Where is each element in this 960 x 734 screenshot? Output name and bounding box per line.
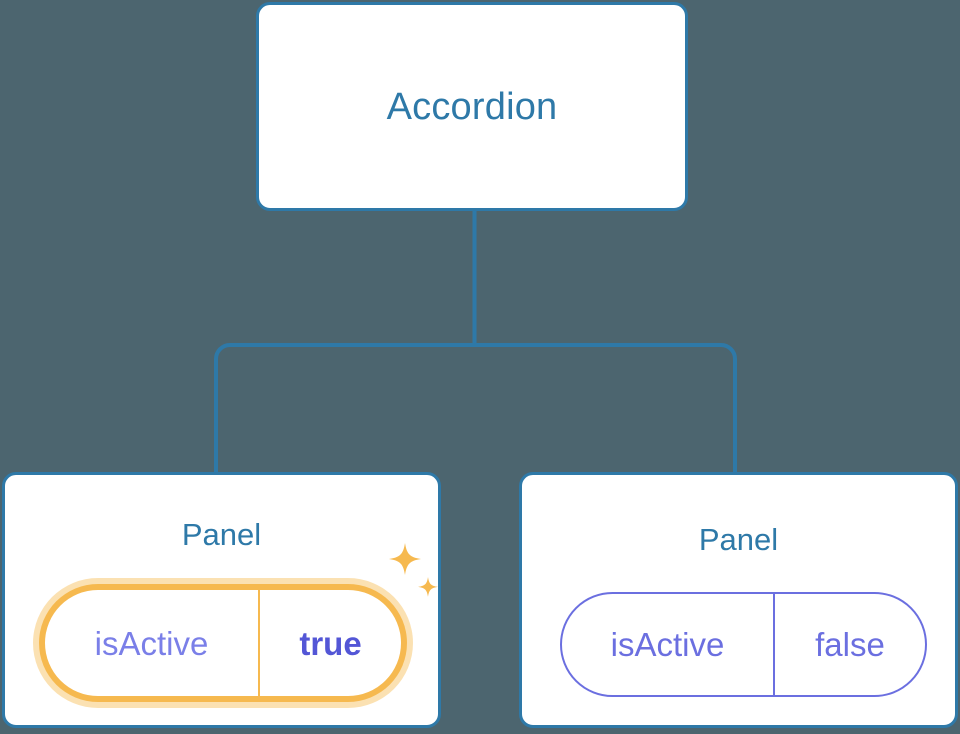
prop-key: isActive [94,624,209,662]
node-panel-inactive-label: Panel [698,522,779,557]
prop-pill-body[interactable]: isActive false [560,592,927,697]
node-panel-active[interactable]: Panel isActive true [2,472,441,728]
prop-value: true [258,590,401,696]
node-accordion[interactable]: Accordion [256,2,688,211]
prop-pill-body[interactable]: isActive true [45,590,401,696]
prop-pill-isactive-false[interactable]: isActive false [560,592,927,697]
prop-value: false [773,594,925,695]
node-accordion-label: Accordion [386,85,558,128]
node-panel-inactive[interactable]: Panel isActive false [519,472,958,728]
prop-pill-isactive-true[interactable]: isActive true [33,578,413,708]
connector-branch-right [474,343,737,473]
prop-key: isActive [610,626,725,663]
node-panel-active-label: Panel [181,517,262,552]
connector-branch-left [214,343,475,473]
